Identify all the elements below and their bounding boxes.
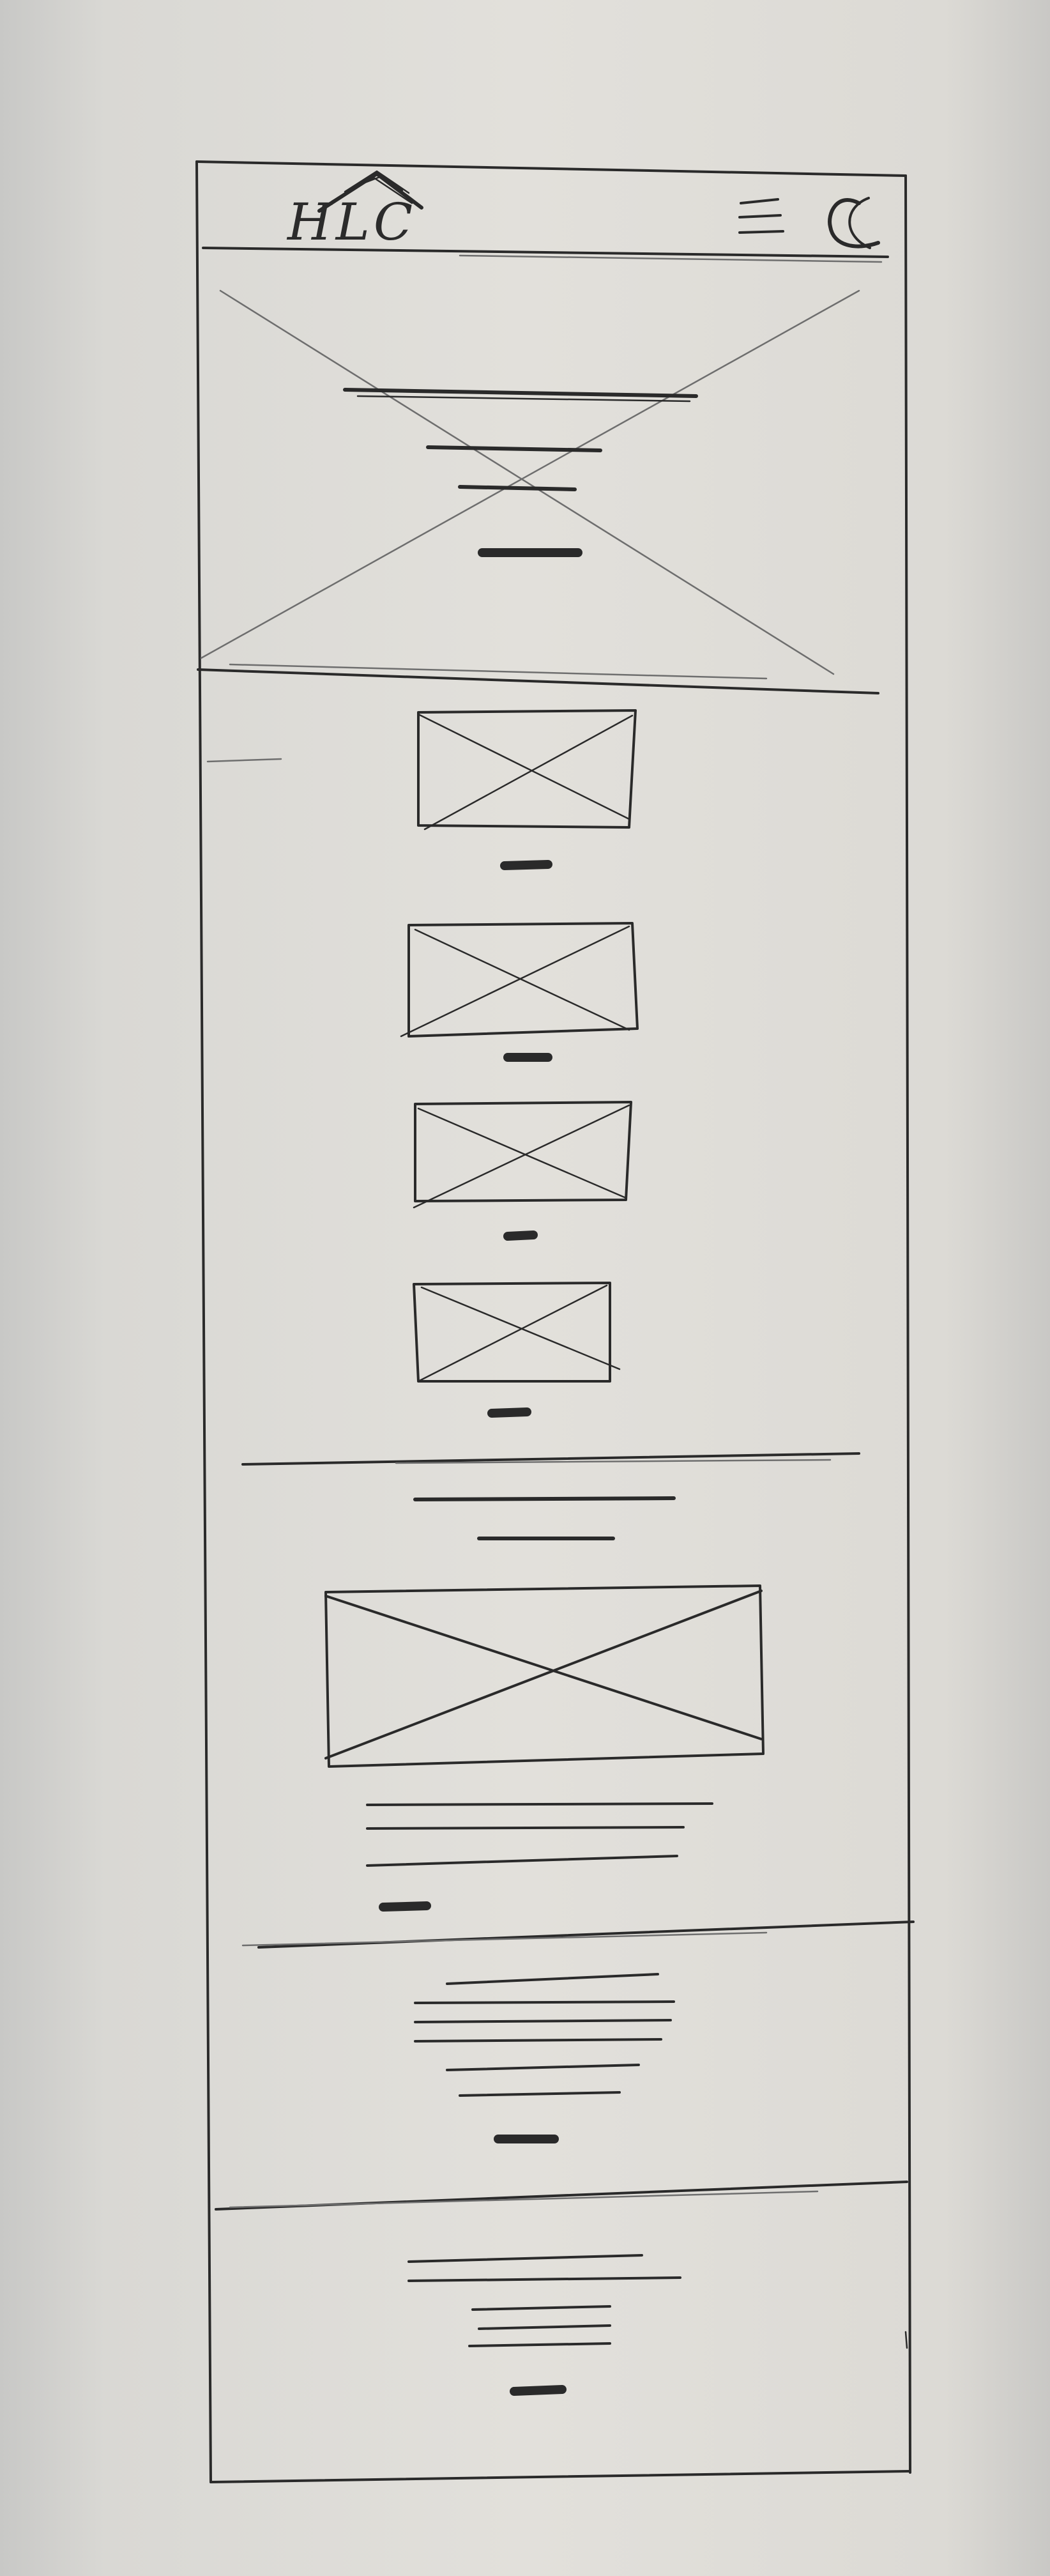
gallery-caption [500,860,552,870]
house-roof-icon [317,170,423,213]
feature-divider [257,1920,915,1949]
feature-cta-button[interactable] [379,1901,431,1912]
feature-section [241,1496,915,1949]
scroll-mark [904,2331,908,2349]
info-text-line [407,2254,643,2263]
user-circle-icon[interactable] [828,197,880,249]
info-text-line [446,1973,659,1985]
side-mark [206,758,282,763]
gallery-item[interactable] [413,1101,632,1241]
device-frame [195,160,911,2483]
logo-text: HLC [286,192,416,252]
hero-text-line [458,485,577,491]
info-text-line [478,2324,611,2330]
hero-section [197,289,879,694]
gallery-item[interactable] [400,922,639,1062]
info-text-line [414,2019,672,2023]
gallery-item[interactable] [413,1282,621,1418]
info-text-line [414,2000,675,2004]
gallery-divider [241,1452,860,1466]
gallery-caption [503,1230,538,1241]
feature-text-line [366,1826,685,1830]
feature-text-line [366,1855,678,1867]
hero-divider [197,668,879,694]
gallery-item[interactable] [417,709,637,870]
info-cta-button[interactable] [510,2385,567,2396]
info-text-line [407,2276,681,2282]
feature-title-line [413,1496,676,1501]
info-text-line [446,2064,640,2071]
info-section-1 [215,1973,908,2211]
info-text-line [471,2305,611,2311]
info-section-2 [407,2254,681,2396]
hero-title-line [343,388,698,398]
header: HLC [202,170,889,263]
header-divider [202,247,889,258]
hamburger-menu-icon[interactable] [738,198,784,234]
info-text-line [414,2038,662,2043]
hero-subtitle-line [426,445,602,452]
info-text-line [468,2342,611,2347]
hero-image-placeholder [200,289,860,675]
feature-image-placeholder[interactable] [324,1584,765,1768]
feature-text-line [366,1802,713,1806]
gallery-section [241,709,860,1466]
logo[interactable]: HLC [286,170,423,252]
gallery-caption [487,1407,531,1418]
info-text-line [459,2091,621,2097]
